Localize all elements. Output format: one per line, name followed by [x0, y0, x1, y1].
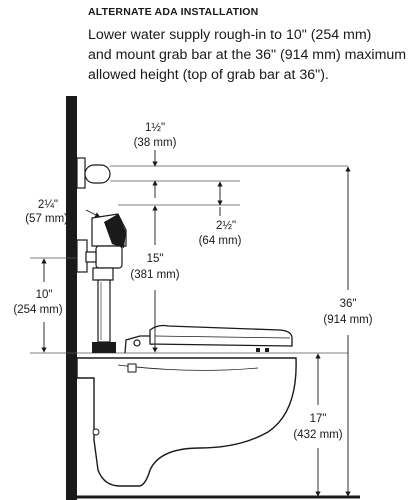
grab-bar	[76, 157, 111, 189]
dim-valve-offset-mm: (57 mm)	[25, 213, 68, 225]
dim-bar-to-valve-in: 2½"	[216, 220, 236, 232]
dim-supply-height-in: 10"	[36, 289, 53, 301]
toilet-seat	[124, 324, 293, 354]
dim-grab-bar-offset-mm: (38 mm)	[134, 137, 177, 149]
section-heading: ALTERNATE ADA INSTALLATION	[88, 6, 259, 18]
dim-valve-to-seat-in: 15"	[147, 253, 164, 265]
flush-valve	[76, 213, 127, 353]
dim-valve-offset-in: 2¼"	[38, 199, 58, 211]
dim-bar-to-valve-mm: (64 mm)	[199, 235, 242, 247]
description-line-3: allowed height (top of grab bar at 36").	[88, 67, 329, 83]
description-line-1: Lower water supply rough-in to 10" (254 …	[88, 27, 372, 43]
dim-grab-bar-height-in: 36"	[340, 298, 357, 310]
dim-grab-bar-height-mm: (914 mm)	[323, 314, 372, 326]
description-line-2: and mount grab bar at the 36" (914 mm) m…	[88, 47, 407, 63]
dim-supply-height-mm: (254 mm)	[13, 304, 62, 316]
dim-grab-bar-offset-in: 1½"	[145, 122, 165, 134]
toilet-bowl	[76, 357, 297, 487]
wall	[66, 96, 77, 500]
dim-seat-height-in: 17"	[310, 413, 327, 425]
dim-seat-height-mm: (432 mm)	[293, 429, 342, 441]
dim-valve-to-seat-mm: (381 mm)	[130, 269, 179, 281]
